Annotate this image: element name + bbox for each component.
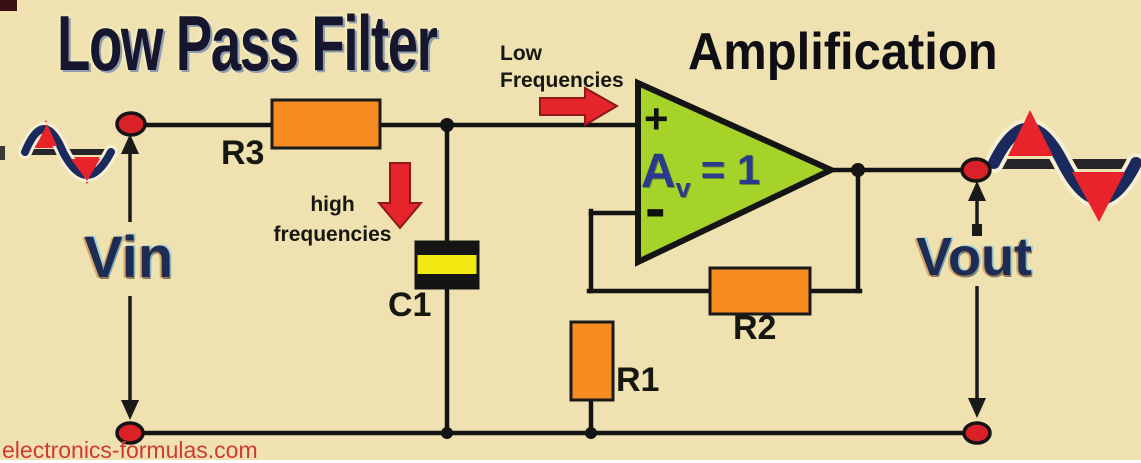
opamp-triangle xyxy=(635,78,839,267)
capacitor-c1-body xyxy=(414,240,480,290)
output-terminal-bottom xyxy=(962,421,992,445)
amplification-title: Amplification xyxy=(688,23,998,81)
edge-tick-artifact xyxy=(0,146,5,160)
high-frequencies-arrow-icon xyxy=(376,162,424,230)
output-terminal-top xyxy=(960,157,992,183)
wires xyxy=(139,122,968,436)
resistor-r2-label: R2 xyxy=(733,309,777,347)
output-sine-wave-icon xyxy=(984,110,1141,222)
watermark-link[interactable]: electronics-formulas.com xyxy=(2,437,258,463)
capacitor-c1-label: C1 xyxy=(388,286,432,324)
bottom-edge-strip xyxy=(0,460,1141,463)
vout-dimension-arrows xyxy=(968,181,986,418)
vin-label: Vin xyxy=(84,225,174,290)
junction-dot xyxy=(851,163,865,177)
resistor-r3-label: R3 xyxy=(221,134,265,172)
low-pass-filter-title: Low Pass Filter xyxy=(57,0,438,87)
junction-dot xyxy=(440,118,454,132)
terminals xyxy=(115,111,992,445)
resistor-r3-body xyxy=(270,98,382,150)
gain-symbol: A xyxy=(641,145,676,198)
opamp-minus-input-label: - xyxy=(645,174,666,243)
gain-value: = 1 xyxy=(700,146,761,193)
low-frequencies-line2: Frequencies xyxy=(500,69,624,92)
resistor-r2-body xyxy=(708,266,812,316)
vout-label: Vout xyxy=(916,227,1032,287)
input-terminal-top xyxy=(115,111,147,137)
junction-dots xyxy=(440,118,865,439)
high-frequencies-line1: high xyxy=(310,193,355,216)
junction-dot xyxy=(441,427,453,439)
high-frequencies-line2: frequencies xyxy=(273,223,392,246)
input-sine-wave-icon xyxy=(18,120,118,184)
corner-artifact xyxy=(0,0,17,11)
gain-subscript: v xyxy=(675,173,691,203)
junction-dot xyxy=(585,427,597,439)
low-frequencies-line1: Low xyxy=(500,42,542,65)
vin-dimension-arrows xyxy=(121,134,139,420)
opamp-plus-input-label: + xyxy=(644,95,669,142)
low-frequencies-note: Low Frequencies xyxy=(500,40,624,94)
low-frequencies-arrow-icon xyxy=(539,86,619,127)
high-frequencies-note: high frequencies xyxy=(250,190,415,250)
opamp-gain-label: Av = 1 xyxy=(641,148,760,202)
input-terminal-bottom xyxy=(115,421,145,445)
resistor-r1-label: R1 xyxy=(616,361,660,399)
resistor-r1-body xyxy=(569,320,615,402)
